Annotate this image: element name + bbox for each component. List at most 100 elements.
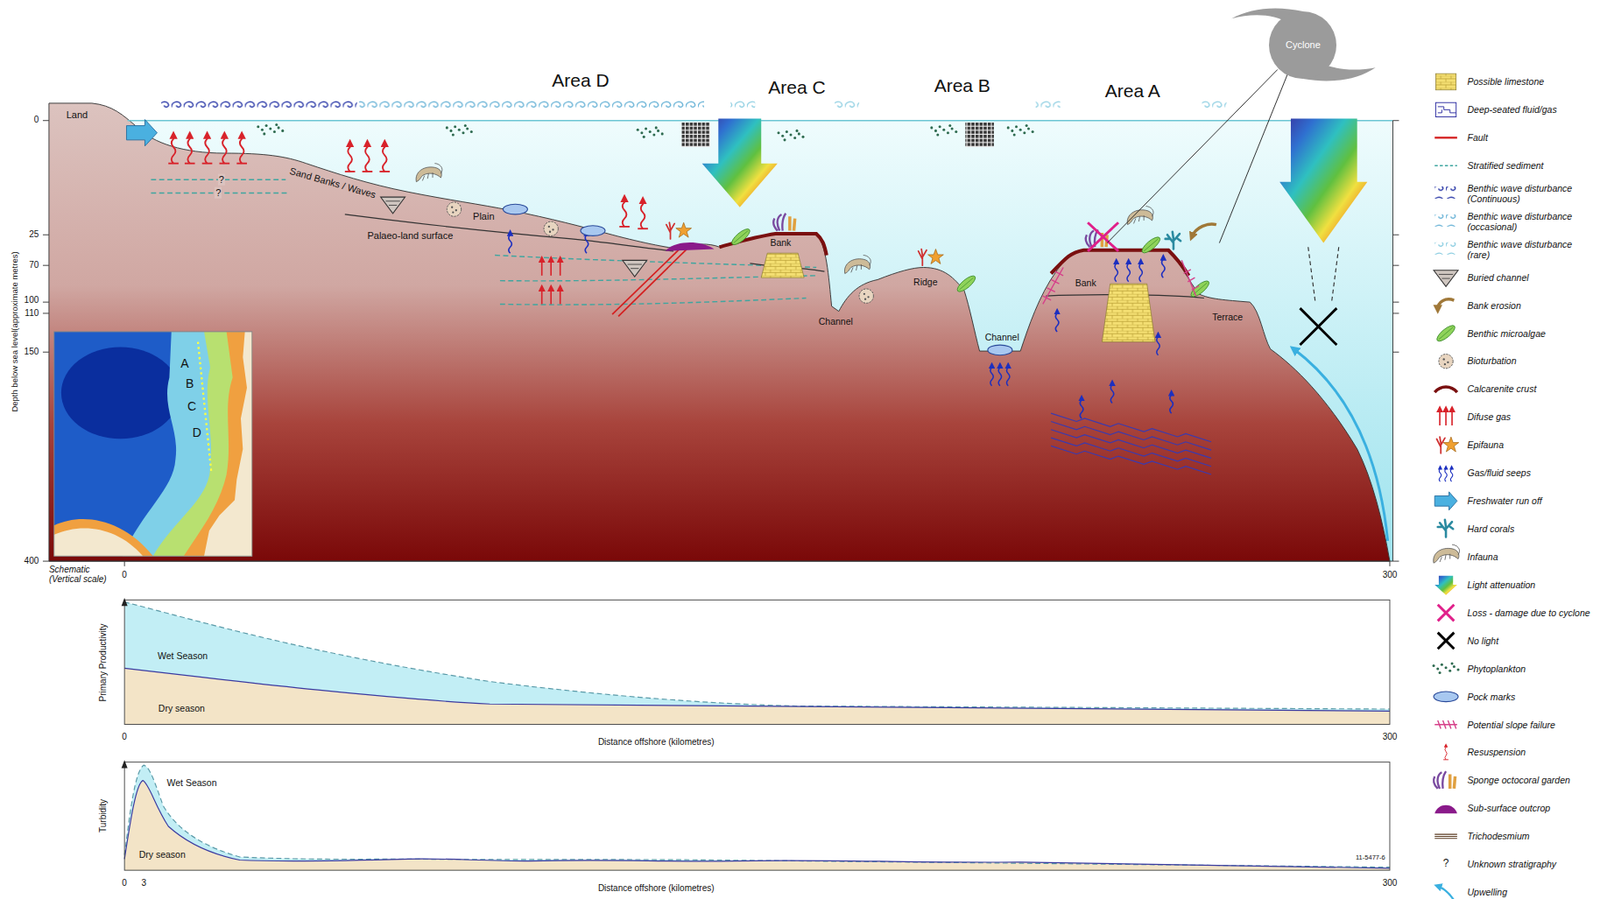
resuspension xyxy=(168,134,179,164)
legend-sample xyxy=(1434,576,1458,596)
possible-limestone xyxy=(761,253,804,278)
light-attenuation xyxy=(1279,118,1368,243)
legend-text: Resuspension xyxy=(1467,747,1596,758)
light-attenuation xyxy=(702,118,1368,346)
map-letter: C xyxy=(187,399,197,414)
legend-sample xyxy=(1438,467,1441,482)
legend-sample xyxy=(1443,746,1449,761)
legend-sample xyxy=(1437,605,1455,622)
sea-surface xyxy=(1036,99,1061,113)
legend-sample xyxy=(1437,886,1455,899)
legend-sample xyxy=(1434,492,1458,511)
seabed-features xyxy=(1188,278,1212,300)
legend-text: Bioturbation xyxy=(1467,355,1596,367)
legend-sample xyxy=(1437,437,1460,454)
map-letter: D xyxy=(192,425,202,440)
legend-text: Gas/fluid seeps xyxy=(1467,467,1596,479)
resuspension xyxy=(202,134,213,164)
legend-text: Buried channel xyxy=(1467,272,1596,283)
gas-seeps xyxy=(1127,261,1130,282)
legend-sample xyxy=(1438,354,1453,369)
legend-sample xyxy=(1437,633,1455,650)
gas-seeps xyxy=(1006,365,1009,386)
gas-seeps xyxy=(1162,257,1165,278)
legend-text: Hard corals xyxy=(1467,523,1596,535)
seabed-features xyxy=(729,226,753,248)
legend-sample xyxy=(1433,691,1459,703)
legend-text: Possible limestone xyxy=(1467,76,1596,87)
seabed-features xyxy=(380,197,406,214)
inset-map xyxy=(183,331,253,557)
legend-sample xyxy=(1434,805,1458,815)
distance-tick: 300 xyxy=(1382,878,1398,889)
possible-limestone xyxy=(761,253,1156,342)
resuspension xyxy=(219,134,231,164)
legend-sample xyxy=(1434,834,1458,839)
series-label: Dry season xyxy=(139,849,186,860)
legend-text: Trichodesmium xyxy=(1467,831,1596,842)
phytoplankton xyxy=(636,126,664,139)
node-text: Cyclone xyxy=(1285,39,1321,51)
legend-text: Freshwater run off xyxy=(1467,495,1596,507)
legend-sample xyxy=(1435,73,1456,91)
legend-sample xyxy=(1437,299,1455,311)
seabed-features xyxy=(1191,224,1217,238)
legend-sample xyxy=(1434,492,1458,511)
feature-label: Terrace xyxy=(1212,311,1243,323)
depth-tick: 100 xyxy=(24,295,40,306)
inset-map xyxy=(54,331,253,557)
sub-surface-outcrop xyxy=(665,242,715,252)
legend-sample xyxy=(1433,270,1459,288)
distance-tick: 0 xyxy=(121,570,127,581)
legend-text: Infauna xyxy=(1467,551,1596,563)
seabed-features xyxy=(955,273,979,295)
legend-sample xyxy=(1434,214,1458,227)
figure-code: 11-5477-6 xyxy=(1355,854,1386,863)
productivity-chart xyxy=(124,668,1390,712)
map-letter: A xyxy=(180,356,189,371)
legend-sample xyxy=(1444,467,1447,482)
legend-text: Difuse gas xyxy=(1467,411,1596,423)
legend-sample xyxy=(1438,467,1452,482)
depth-tick: 110 xyxy=(24,308,39,319)
legend-sample xyxy=(1437,520,1453,538)
productivity-chart xyxy=(121,598,128,607)
feature-label: Palaeo-land surface xyxy=(366,230,453,242)
legend-text: Fault xyxy=(1467,132,1596,143)
gas-seeps xyxy=(1156,334,1160,355)
legend-sample xyxy=(1434,214,1458,227)
sea-surface xyxy=(1202,99,1227,113)
legend-sample xyxy=(1450,467,1452,482)
legend-sample xyxy=(1432,662,1460,676)
map-letter: B xyxy=(185,376,194,391)
legend-sample xyxy=(1435,73,1456,91)
seabed-features xyxy=(1181,260,1199,297)
depth-tick: 400 xyxy=(24,556,40,567)
series-label: Wet Season xyxy=(157,650,208,662)
trichodesmium xyxy=(681,122,711,148)
legend-text: Deep-seated fluid/gas xyxy=(1467,104,1596,115)
legend-sample xyxy=(1443,746,1449,761)
phytoplankton xyxy=(445,124,473,137)
unknown-mark: ? xyxy=(218,174,226,186)
legend-sample xyxy=(1434,323,1458,345)
turbidity-chart xyxy=(124,765,1390,868)
depth-tick: 0 xyxy=(34,115,40,127)
turbidity-chart xyxy=(124,781,1390,869)
legend-sample xyxy=(1434,387,1458,393)
legend-sample xyxy=(1434,137,1458,139)
resuspension xyxy=(379,142,390,172)
legend-text: Stratified sediment xyxy=(1467,160,1596,171)
inset-map xyxy=(153,331,253,557)
legend-sample xyxy=(1437,605,1455,622)
axis-title: Primary Productivity xyxy=(98,624,109,703)
light-attenuation xyxy=(702,118,778,207)
stratified-sediment xyxy=(500,297,807,305)
legend-text: No light xyxy=(1467,635,1596,647)
legend-text: Unknown stratigraphy xyxy=(1467,859,1596,870)
seabed-features xyxy=(918,249,927,267)
legend-sample xyxy=(1434,136,1458,139)
unknown-mark: ? xyxy=(214,187,222,199)
seabed-features xyxy=(622,260,648,277)
